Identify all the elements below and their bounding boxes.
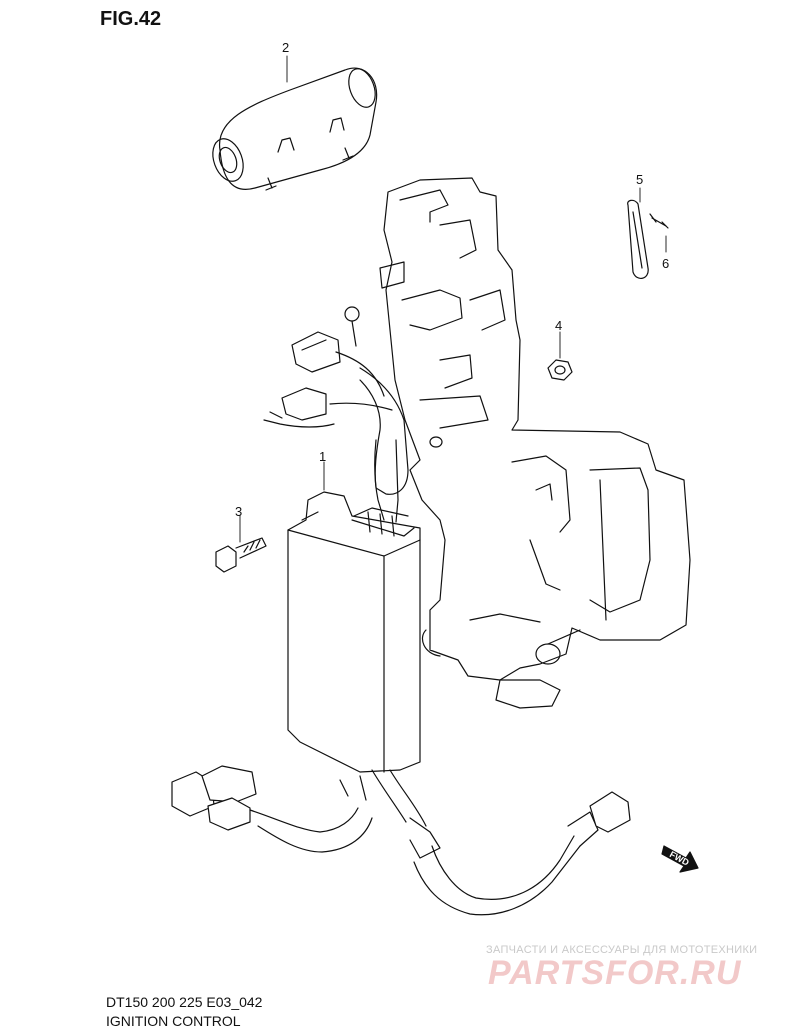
- ignition-coil: [212, 67, 378, 191]
- callout-2: 2: [282, 40, 289, 55]
- watermark-tagline: ЗАПЧАСТИ И АКСЕССУАРЫ ДЛЯ МОТОТЕХНИКИ: [486, 944, 758, 956]
- model-code: DT150 200 225 E03_042: [106, 994, 263, 1010]
- mounting-bracket: [379, 177, 691, 709]
- callout-6: 6: [662, 256, 669, 271]
- callout-1: 1: [319, 449, 326, 464]
- callout-5: 5: [636, 172, 643, 187]
- watermark-brand: PARTSFOR.RU: [488, 954, 742, 992]
- bolt: [215, 511, 319, 573]
- callout-4: 4: [555, 318, 562, 333]
- lower-harness: [171, 765, 631, 916]
- ignition-control-module: [287, 491, 421, 773]
- callout-3: 3: [235, 504, 242, 519]
- fwd-direction-marker: [661, 845, 699, 873]
- nut: [547, 359, 573, 381]
- upper-harness: [263, 306, 409, 523]
- callout-leaders: [239, 55, 667, 543]
- figure-title: FIG.42: [100, 8, 162, 30]
- section-name: IGNITION CONTROL: [106, 1013, 241, 1029]
- clamp-and-screw: [627, 199, 669, 279]
